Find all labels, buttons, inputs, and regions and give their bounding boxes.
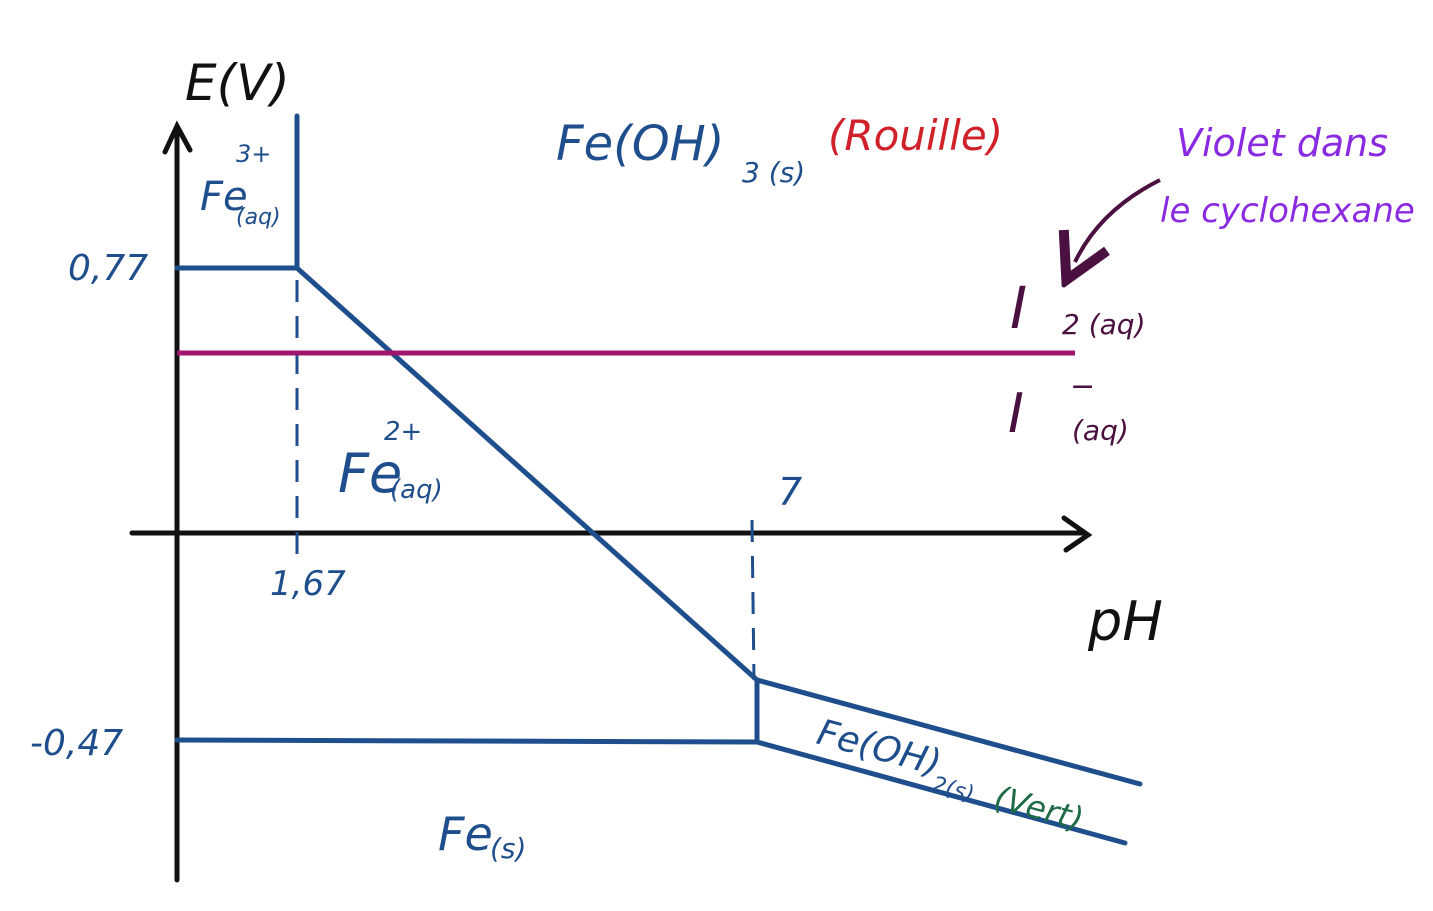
iminus-base: I xyxy=(1008,382,1024,445)
fe2-charge: 2+ xyxy=(384,417,422,447)
fe3-charge: 3+ xyxy=(236,140,271,168)
fe2-label: Fe 2+ (aq) xyxy=(338,417,443,505)
violet-annotation: Violet dans le cyclohexane xyxy=(1160,121,1415,231)
fe2-fe-boundary xyxy=(174,737,760,745)
fe-label: Fe (s) xyxy=(438,807,526,865)
x-axis-arrowhead xyxy=(1061,515,1093,553)
iminus-charge: − xyxy=(1070,369,1095,404)
feoh2-fe-boundary xyxy=(754,739,1128,846)
annotation-arrow xyxy=(1075,178,1161,262)
fe2-base: Fe xyxy=(338,442,402,505)
iminus-state: (aq) xyxy=(1072,414,1129,447)
annotation-line-1: Violet dans xyxy=(1176,121,1388,165)
feoh3-state: 3 (s) xyxy=(742,156,805,189)
i2-label: I 2 (aq) xyxy=(1010,274,1146,342)
y-tick-0-77: 0,77 xyxy=(68,248,148,289)
i2-base: I xyxy=(1010,274,1027,342)
feoh3-label: Fe(OH) 3 (s) (Rouille) xyxy=(556,111,1003,189)
axes xyxy=(129,120,1093,883)
feoh3-feoh2-boundary xyxy=(754,677,1143,787)
ph-7-guide xyxy=(750,519,756,681)
y-axis-arrowhead xyxy=(162,120,193,155)
fe-base: Fe xyxy=(438,807,493,861)
feoh2-state: 2(s) xyxy=(929,772,977,807)
x-tick-7: 7 xyxy=(778,470,802,514)
annotation-line-2: le cyclohexane xyxy=(1160,191,1415,231)
feoh3-base: Fe(OH) xyxy=(556,116,724,172)
iminus-label: I − (aq) xyxy=(1008,369,1129,447)
fe3-label: Fe 3+ (aq) xyxy=(200,140,281,230)
iron-boundaries xyxy=(174,113,1143,846)
fe3-base: Fe xyxy=(200,174,248,220)
x-tick-1-67: 1,67 xyxy=(270,564,346,604)
fe3-state: (aq) xyxy=(236,205,281,230)
i2-state: 2 (aq) xyxy=(1062,308,1146,341)
fe2-state: (aq) xyxy=(390,475,443,505)
fe-state: (s) xyxy=(490,832,526,865)
feoh3-note-rouille: (Rouille) xyxy=(828,111,1003,160)
y-tick-minus-0-47: -0,47 xyxy=(30,723,123,764)
x-axis-label: pH xyxy=(1087,590,1163,653)
dashed-guides xyxy=(295,280,756,681)
y-axis-label: E(V) xyxy=(185,54,290,112)
feoh3-fe2-boundary xyxy=(294,265,760,683)
feoh2-note-vert: (Vert) xyxy=(990,778,1087,838)
